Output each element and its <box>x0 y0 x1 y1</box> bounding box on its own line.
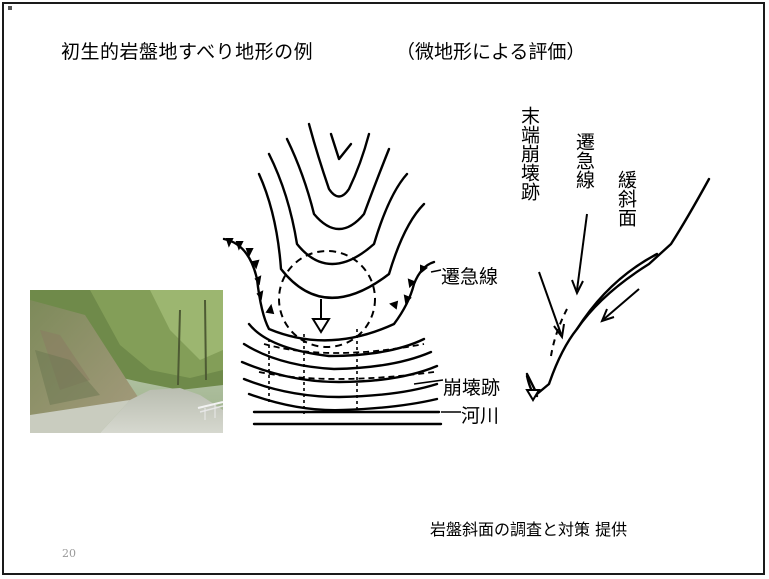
corner-marker <box>8 6 12 10</box>
slide-subtitle: （微地形による評価） <box>396 41 586 63</box>
label-toe-collapse: 末端崩壊跡 <box>518 106 540 201</box>
contour-diagram <box>222 122 711 426</box>
slide-title: 初生的岩盤地すべり地形の例 <box>61 41 314 63</box>
landform-diagrams: 遷急線 崩壊跡 河川 末端崩壊跡 遷急線 緩斜面 <box>209 94 729 454</box>
label-break-line-profile: 遷急線 <box>573 132 595 189</box>
label-gentle-slope: 緩斜面 <box>615 170 637 227</box>
page-number: 20 <box>62 547 76 560</box>
label-collapse-trace: 崩壊跡 <box>443 377 501 399</box>
site-photo <box>30 290 223 433</box>
label-break-line: 遷急線 <box>441 266 499 288</box>
source-credit: 岩盤斜面の調査と対策 提供 <box>430 520 628 539</box>
label-river: 河川 <box>461 405 500 427</box>
